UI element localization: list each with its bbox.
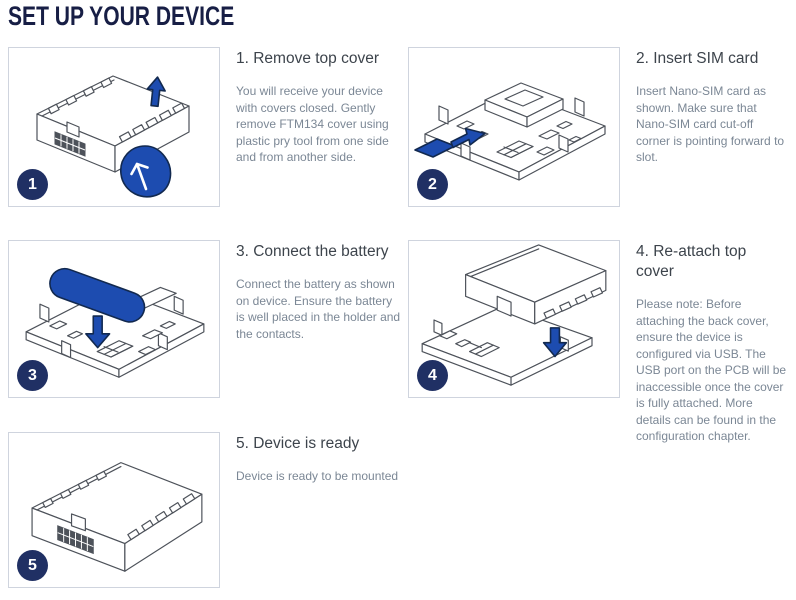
latch-tab	[70, 513, 86, 532]
step-1-figure: 1	[8, 47, 220, 207]
step-4-title: 4. Re-attach top cover	[636, 243, 747, 280]
step-2-figure: 2	[408, 47, 620, 207]
step-1: 1 1. Remove top cover You will receive y…	[8, 47, 402, 207]
step-2: 2 2. Insert SIM card Insert Nano-SIM car…	[408, 47, 788, 207]
step-2-description: Insert Nano-SIM card as shown. Make sure…	[636, 84, 785, 164]
latch-tab	[496, 295, 512, 317]
step-1-title: 1. Remove top cover	[236, 50, 380, 67]
step-2-title: 2. Insert SIM card	[636, 50, 759, 67]
step-3-badge: 3	[17, 360, 48, 391]
remove-top-cover-illustration	[36, 75, 190, 198]
reattach-cover-illustration	[421, 244, 607, 386]
sim-card-icon	[414, 127, 486, 158]
pry-tool-icon	[120, 145, 172, 198]
step-2-badge: 2	[417, 169, 448, 200]
step-5-badge: 5	[17, 550, 48, 581]
down-arrow-icon	[542, 327, 568, 358]
step-1-description: You will receive your device with covers…	[236, 84, 389, 164]
step-5-figure: 5	[8, 432, 220, 588]
connector-block	[54, 131, 86, 157]
down-arrow-icon	[85, 315, 111, 349]
step-1-number: 1	[28, 175, 37, 193]
up-arrow-icon	[146, 76, 166, 108]
step-3-figure: 3	[8, 240, 220, 398]
insert-sim-illustration	[414, 82, 606, 181]
step-4: 4 4. Re-attach top cover Please note: Be…	[408, 240, 788, 445]
step-4-number: 4	[428, 366, 437, 384]
step-5-number: 5	[28, 556, 37, 574]
step-4-description: Please note: Before attaching the back c…	[636, 297, 787, 443]
page-title: SET UP YOUR DEVICE	[8, 1, 235, 31]
latch-tab	[66, 121, 80, 138]
step-3-number: 3	[28, 366, 37, 384]
step-5-description: Device is ready to be mounted	[236, 469, 399, 483]
device-ready-illustration	[31, 462, 203, 572]
step-3: 3 3. Connect the battery Connect the bat…	[8, 240, 402, 398]
step-5-title: 5. Device is ready	[236, 435, 360, 452]
connect-battery-illustration	[25, 267, 205, 378]
step-5: 5 5. Device is ready Device is ready to …	[8, 432, 402, 588]
connector-block	[57, 525, 94, 555]
step-4-badge: 4	[417, 360, 448, 391]
battery-icon	[49, 267, 146, 323]
step-3-description: Connect the battery as shown on device. …	[236, 277, 401, 341]
step-3-title: 3. Connect the battery	[236, 243, 389, 260]
step-1-badge: 1	[17, 169, 48, 200]
step-4-figure: 4	[408, 240, 620, 398]
insert-arrow-icon	[450, 127, 486, 149]
step-2-number: 2	[428, 175, 437, 193]
